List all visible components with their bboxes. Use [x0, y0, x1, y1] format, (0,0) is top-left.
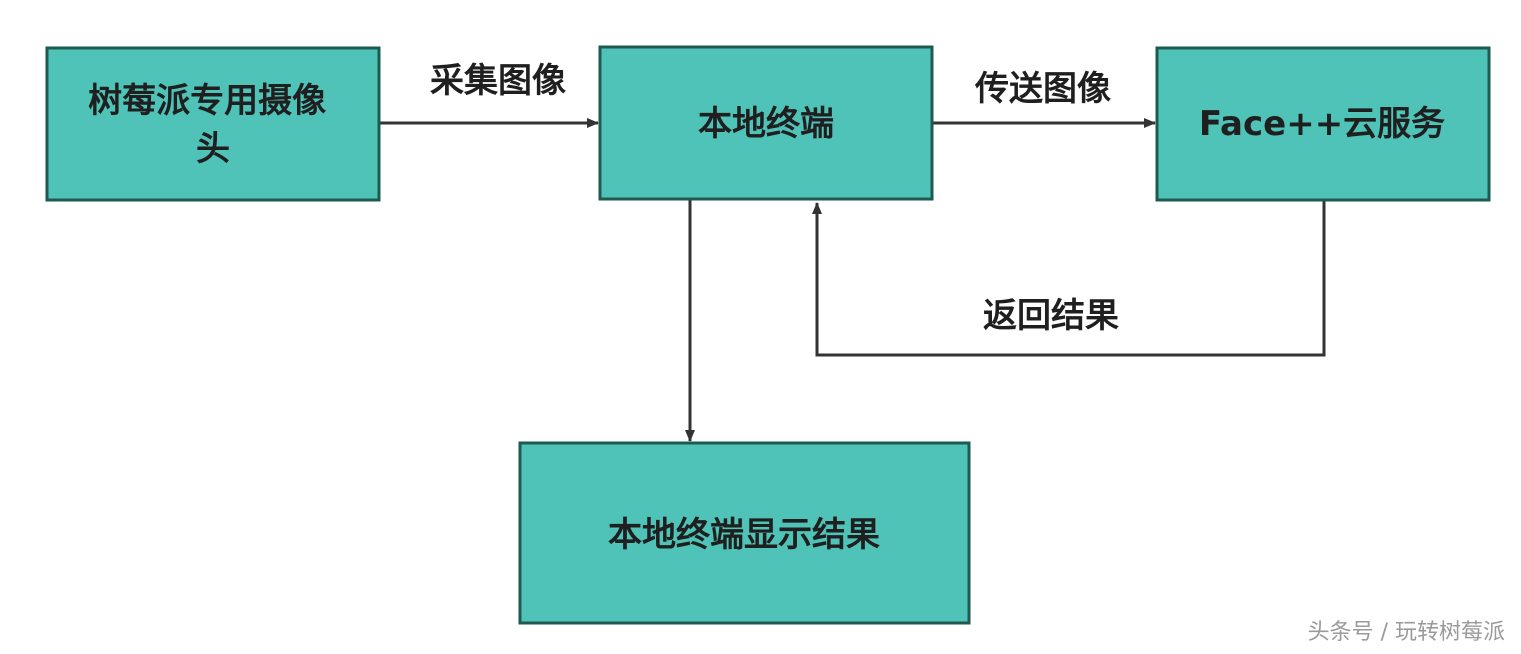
node-camera-label: 树莓派专用摄像 头: [88, 81, 338, 169]
node-display-box: [518, 441, 971, 625]
node-camera: 树莓派专用摄像 头: [45, 46, 381, 202]
edge-send-label: 传送图像: [974, 69, 1111, 109]
edge-send: 传送图像: [933, 69, 1156, 128]
node-camera-label-line2: 头: [196, 129, 230, 169]
edge-result: 返回结果: [812, 201, 1326, 357]
node-display: 本地终端显示结果: [518, 441, 971, 625]
edge-capture-label: 采集图像: [430, 61, 566, 101]
node-cloud-label: Face++云服务: [1199, 104, 1445, 144]
edge-capture: 采集图像: [380, 61, 599, 128]
watermark-text: 头条号 / 玩转树莓派: [1307, 620, 1505, 645]
edge-result-label: 返回结果: [983, 296, 1119, 336]
node-display-label: 本地终端显示结果: [608, 515, 880, 555]
node-camera-box: [45, 46, 381, 202]
node-camera-label-line1: 树莓派专用摄像: [88, 81, 326, 121]
edge-result-line: [812, 201, 1326, 357]
node-cloud-box: [1155, 46, 1491, 202]
node-terminal-label: 本地终端: [698, 104, 834, 144]
node-terminal: 本地终端: [598, 45, 934, 201]
node-terminal-box: [598, 45, 934, 201]
node-cloud: Face++云服务: [1155, 46, 1491, 202]
